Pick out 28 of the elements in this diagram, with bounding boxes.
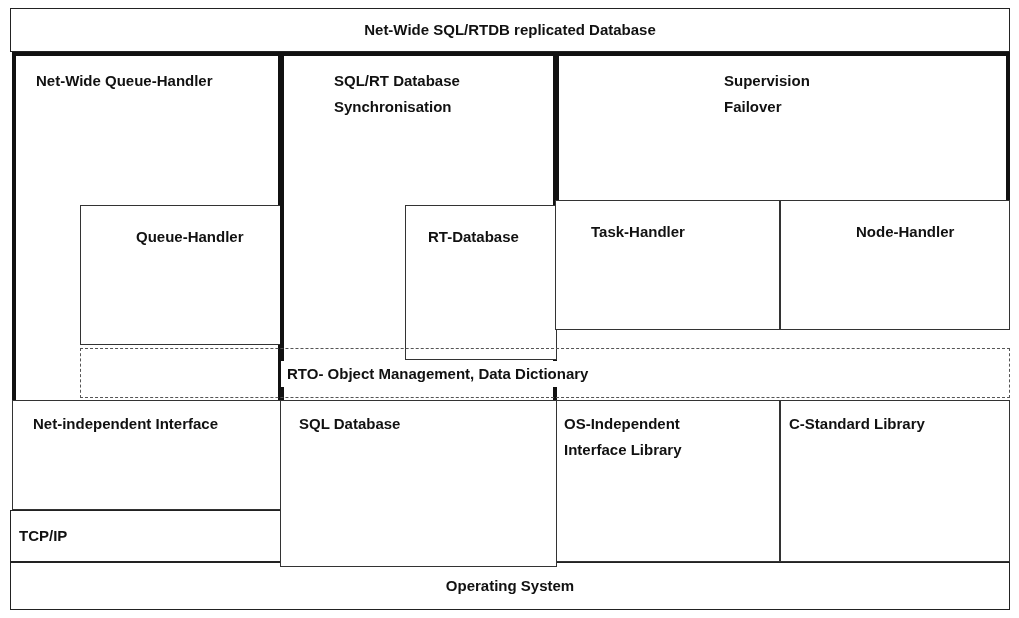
- layer-label: TCP/IP: [19, 526, 69, 546]
- layer-label: Net-independent Interface: [33, 414, 220, 434]
- layer-box: [10, 562, 1010, 610]
- layer-label: Node-Handler: [856, 222, 956, 242]
- layer-box: [80, 205, 282, 345]
- layer-box: [405, 205, 557, 360]
- module-box: [555, 52, 1010, 330]
- layer-label: Task-Handler: [591, 222, 686, 242]
- layer-box: [555, 400, 780, 562]
- layer-label: SQL/RT Database Synchronisation: [334, 71, 461, 117]
- layer-box: [12, 400, 282, 510]
- layer-label: C-Standard Library: [789, 414, 926, 434]
- layer-label: Net-Wide Queue-Handler: [36, 71, 214, 91]
- layer-box: [10, 8, 1010, 52]
- layer-label: Queue-Handler: [136, 227, 245, 247]
- layer-band: [80, 348, 1010, 398]
- layer-box: [780, 400, 1010, 562]
- layer-box: [10, 510, 282, 562]
- layer-label: Supervision Failover: [724, 71, 811, 117]
- layer-label: SQL Database: [299, 414, 402, 434]
- layer-label: RT-Database: [428, 227, 520, 247]
- module-box: [12, 52, 282, 510]
- layer-label: Operating System: [444, 576, 576, 596]
- layer-box: [780, 200, 1010, 330]
- layer-box: [555, 200, 780, 330]
- layer-box: [280, 400, 557, 567]
- layer-label: OS-Independent Interface Library: [564, 414, 683, 460]
- layer-label: Net-Wide SQL/RTDB replicated Database: [363, 20, 657, 40]
